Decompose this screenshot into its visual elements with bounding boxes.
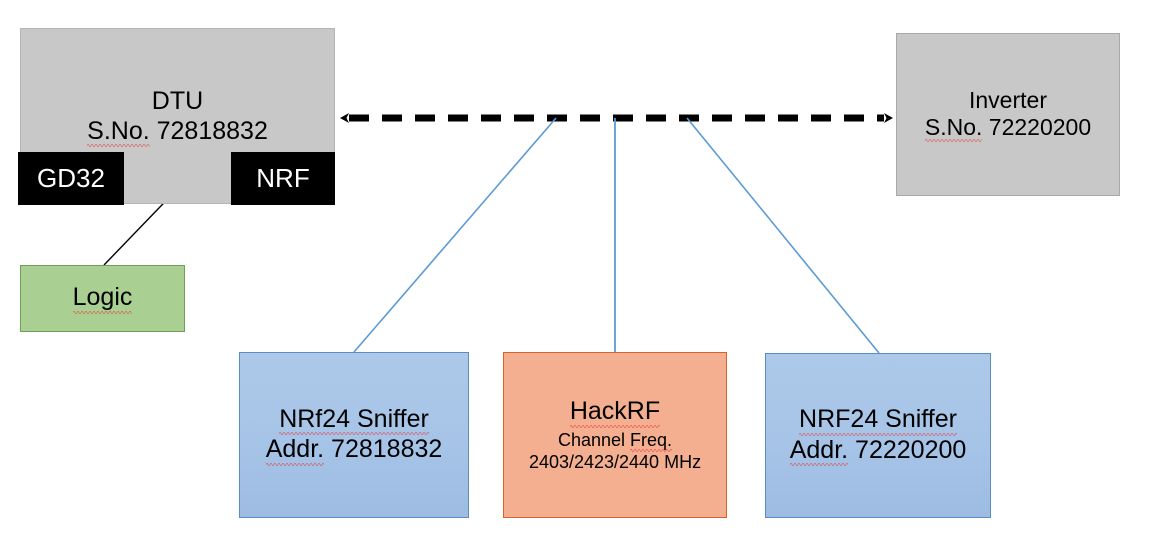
hackrf-title-text: HackRF [569, 397, 661, 428]
sniffer-left-title-text: NRf24 Sniffer [279, 404, 429, 436]
sniffer-left-title: NRf24 Sniffer [279, 404, 429, 436]
sniffer-right-title: NRF24 Sniffer [799, 405, 957, 436]
logic-label: Logic [72, 283, 133, 314]
inverter-title: Inverter [969, 86, 1047, 113]
hackrf-frequencies: 2403/2423/2440 MHz [528, 451, 702, 472]
hackrf-subtitle: Channel Freq. [557, 429, 673, 452]
hackrf-subtitle-suffix: Freq. [630, 429, 673, 452]
logic-analyzer-node[interactable]: Logic [20, 265, 185, 332]
dtu-serial-value: 72818832 [156, 116, 268, 145]
dtu-serial-prefix: S.No. [87, 116, 150, 148]
hackrf-title: HackRF [569, 397, 661, 428]
inverter-serial-prefix: S.No. [924, 114, 983, 142]
sniffer-left-tap [353, 117, 557, 353]
dtu-title: DTU [151, 87, 204, 115]
hackrf-node[interactable]: HackRF Channel Freq. 2403/2423/2440 MHz [503, 352, 727, 518]
sniffer-right-node[interactable]: NRF24 Sniffer Addr. 72220200 [765, 353, 991, 518]
nrf-node[interactable]: NRF [231, 152, 335, 205]
sniffer-right-addr-prefix: Addr. [789, 435, 849, 467]
inverter-node[interactable]: Inverter S.No. 72220200 [896, 33, 1120, 196]
sniffer-right-addr-value: 72220200 [855, 435, 967, 464]
sniffer-left-addr: Addr. 72818832 [265, 435, 443, 466]
sniffer-right-title-text: NRF24 Sniffer [799, 405, 957, 436]
sniffer-left-addr-value: 72818832 [331, 435, 443, 463]
nrf-label: NRF [256, 163, 310, 193]
gd32-node[interactable]: GD32 [18, 152, 124, 205]
inverter-serial-value: 72220200 [988, 114, 1092, 140]
hackrf-subtitle-prefix: Channel [557, 429, 626, 450]
inverter-serial: S.No. 72220200 [924, 114, 1092, 142]
sniffer-right-tap [686, 117, 880, 354]
sniffer-left-addr-prefix: Addr. [265, 435, 325, 466]
dtu-serial: S.No. 72818832 [87, 116, 268, 148]
sniffer-left-node[interactable]: NRf24 Sniffer Addr. 72818832 [239, 352, 469, 518]
sniffer-right-addr: Addr. 72220200 [789, 435, 967, 467]
gd32-label: GD32 [37, 163, 105, 193]
